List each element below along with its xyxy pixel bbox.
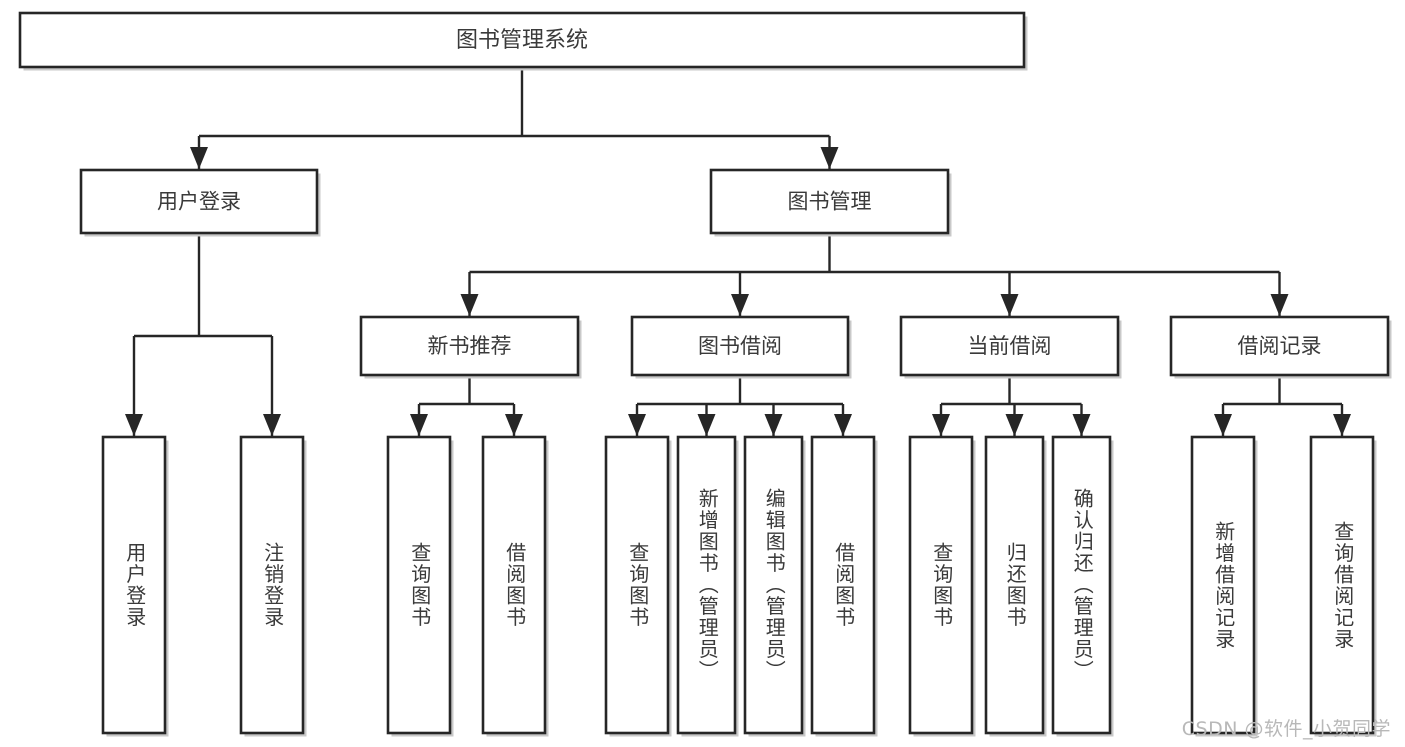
node-leaf-borrow-add-book[interactable] — [676, 435, 739, 737]
arrowhead — [834, 414, 852, 436]
node-leaf-borrow-edit-book[interactable] — [743, 435, 806, 737]
edges-layer — [125, 67, 1351, 436]
node-borrow-records[interactable]: 借阅记录 — [1169, 315, 1392, 379]
arrowhead — [1000, 294, 1019, 316]
node-label: 图书管理系统 — [456, 28, 588, 53]
node-leaf-current-query-book[interactable] — [908, 435, 976, 737]
arrowhead — [263, 414, 281, 436]
node-box[interactable] — [239, 435, 305, 735]
node-label: 借阅记录 — [1238, 334, 1322, 358]
arrowhead — [820, 147, 839, 169]
node-label: 图书借阅 — [698, 334, 782, 358]
node-box[interactable] — [676, 435, 737, 735]
node-leaf-borrow-borrow-book[interactable] — [810, 435, 878, 737]
node-box[interactable] — [899, 315, 1120, 377]
arrowhead — [410, 414, 428, 436]
node-root[interactable]: 图书管理系统 — [18, 11, 1028, 71]
node-label: 用户登录 — [157, 190, 241, 214]
node-leaf-rec-query-book[interactable] — [386, 435, 454, 737]
arrowhead — [1005, 414, 1024, 436]
node-leaf-current-return-book[interactable] — [984, 435, 1047, 737]
arrowhead — [1214, 414, 1232, 436]
watermark: CSDN @软件_小贺同学 — [1181, 718, 1391, 740]
node-box[interactable] — [630, 315, 850, 377]
node-leaf-record-query[interactable] — [1309, 435, 1377, 737]
node-box[interactable] — [604, 435, 670, 735]
node-box[interactable] — [101, 435, 167, 735]
node-book-borrow[interactable]: 图书借阅 — [630, 315, 852, 379]
node-new-book-recommend[interactable]: 新书推荐 — [359, 315, 582, 379]
node-current-borrow[interactable]: 当前借阅 — [899, 315, 1122, 379]
arrowhead — [932, 414, 950, 436]
node-user-login[interactable]: 用户登录 — [79, 168, 321, 237]
node-leaf-current-confirm-return[interactable] — [1051, 435, 1114, 737]
node-box[interactable] — [1309, 435, 1375, 735]
arrowhead — [460, 294, 479, 316]
node-box[interactable] — [984, 435, 1045, 735]
node-box[interactable] — [18, 11, 1026, 69]
node-leaf-user-logout[interactable] — [239, 435, 307, 737]
node-box[interactable] — [79, 168, 319, 235]
node-box[interactable] — [386, 435, 452, 735]
node-leaf-rec-borrow-book[interactable] — [481, 435, 549, 737]
node-leaf-record-add[interactable] — [1190, 435, 1258, 737]
node-box[interactable] — [709, 168, 950, 235]
arrowhead — [628, 414, 646, 436]
node-box[interactable] — [810, 435, 876, 735]
node-leaf-user-login[interactable] — [101, 435, 169, 737]
node-leaf-borrow-query-book[interactable] — [604, 435, 672, 737]
node-book-manage[interactable]: 图书管理 — [709, 168, 952, 237]
arrowhead — [1072, 414, 1091, 436]
node-box[interactable] — [1169, 315, 1390, 377]
node-box[interactable] — [359, 315, 580, 377]
node-box[interactable] — [743, 435, 804, 735]
node-label: 新书推荐 — [428, 334, 512, 358]
arrowhead — [764, 414, 783, 436]
arrowhead — [731, 294, 749, 316]
arrowhead — [190, 147, 208, 169]
arrowhead — [1333, 414, 1351, 436]
arrowhead — [125, 414, 143, 436]
node-box[interactable] — [1190, 435, 1256, 735]
node-box[interactable] — [481, 435, 547, 735]
node-box[interactable] — [1051, 435, 1112, 735]
node-label: 当前借阅 — [968, 334, 1052, 358]
arrowhead — [1270, 294, 1289, 316]
arrowhead — [697, 414, 716, 436]
arrowhead — [505, 414, 523, 436]
node-box[interactable] — [908, 435, 974, 735]
node-label: 图书管理 — [788, 190, 872, 214]
